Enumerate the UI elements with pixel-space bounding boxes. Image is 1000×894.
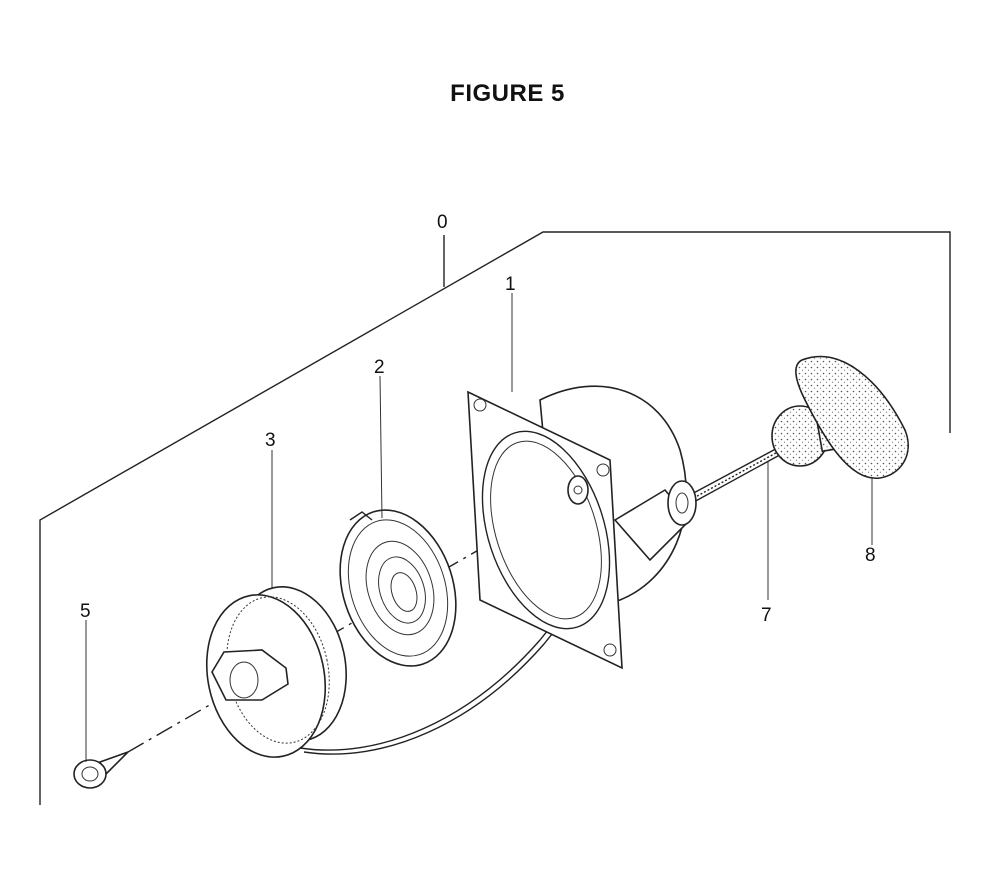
callout-labels: 0 1 2 3 5 7 8 (80, 212, 876, 626)
callout-7: 7 (761, 605, 772, 626)
leader-lines (85, 293, 873, 762)
recoil-spring (339, 509, 457, 667)
callout-2: 2 (374, 357, 385, 378)
callout-1: 1 (505, 274, 516, 295)
starter-housing (467, 385, 697, 670)
rope-pulley (205, 586, 347, 758)
figure-title: FIGURE 5 (450, 80, 565, 107)
callout-3: 3 (265, 430, 276, 451)
callout-5: 5 (80, 601, 91, 622)
callout-8: 8 (865, 545, 876, 566)
starter-handle (771, 355, 909, 479)
screw (73, 751, 129, 789)
callout-0: 0 (437, 212, 448, 233)
assembly-bracket (39, 231, 951, 805)
